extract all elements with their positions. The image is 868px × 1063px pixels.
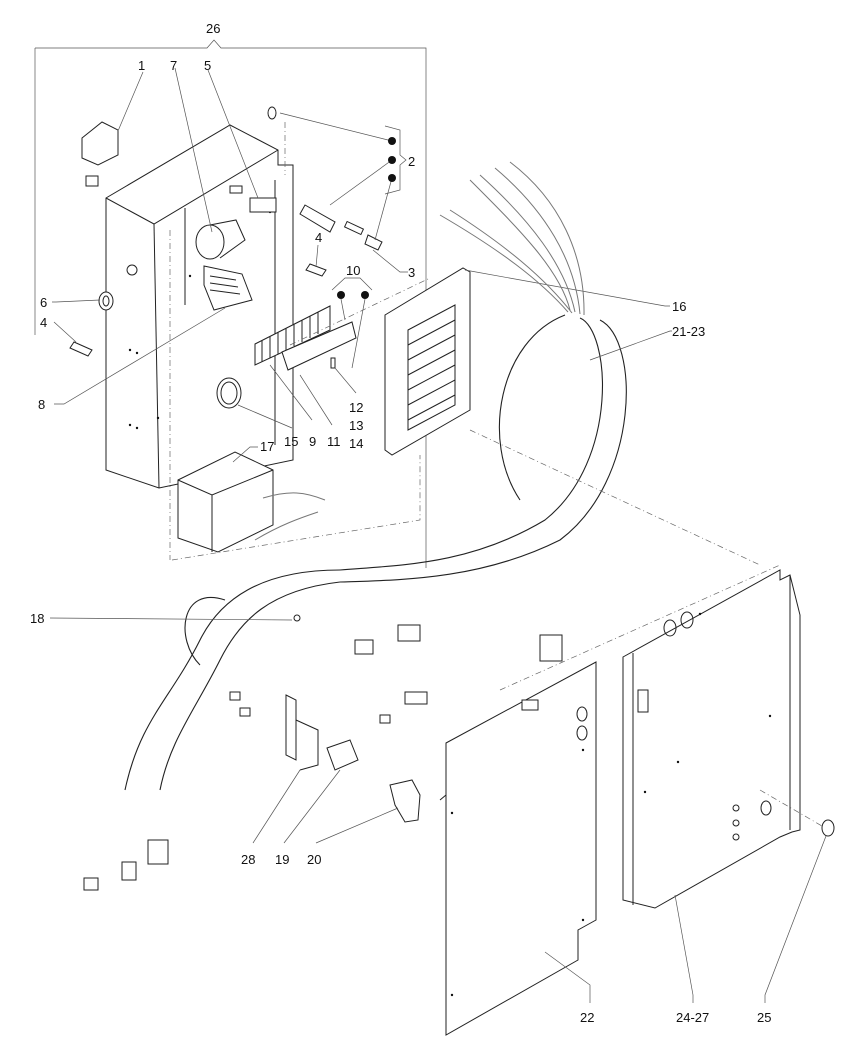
callout-20: 20 (307, 852, 321, 867)
part-8-module: 8 (38, 265, 253, 412)
callout-24-27: 24-27 (676, 1010, 709, 1025)
callout-14: 14 (349, 436, 363, 451)
part-19-switch: 19 (275, 739, 359, 867)
part-25-cap: 25 (757, 789, 835, 1025)
part-28-bracket: 28 (241, 694, 319, 867)
callout-4a: 4 (315, 230, 322, 245)
part-2-fuse-holder: 2 3 (267, 106, 415, 280)
wiring-harness: 21-23 18 (30, 161, 705, 891)
callout-19: 19 (275, 852, 289, 867)
part-1-filter: 1 (81, 58, 145, 187)
part-15-ring: 15 (216, 377, 298, 449)
callout-3: 3 (408, 265, 415, 280)
callout-11: 11 (327, 434, 341, 449)
callout-15: 15 (284, 434, 298, 449)
callout-9: 9 (309, 434, 316, 449)
part-7-capacitor: 7 (170, 58, 246, 260)
callout-5: 5 (204, 58, 211, 73)
part-16-control-board: 16 (384, 267, 686, 456)
callout-18: 18 (30, 611, 44, 626)
callout-21-23: 21-23 (672, 324, 705, 339)
callout-22: 22 (580, 1010, 594, 1025)
callout-8: 8 (38, 397, 45, 412)
part-5-switch: 5 (204, 58, 277, 213)
callout-6: 6 (40, 295, 47, 310)
part-9-terminal-strip: 10 9 11 12 13 14 (254, 263, 373, 451)
callout-25: 25 (757, 1010, 771, 1025)
callout-28: 28 (241, 852, 255, 867)
callout-16: 16 (672, 299, 686, 314)
callout-10: 10 (346, 263, 360, 278)
part-4-screw-upper: 4 (305, 230, 327, 277)
callout-12: 12 (349, 400, 363, 415)
part-20-knob: 20 (307, 779, 421, 867)
assembly-guides (171, 277, 781, 691)
callout-17: 17 (260, 439, 274, 454)
callout-4b: 4 (40, 315, 47, 330)
part-6-grommet: 6 (40, 291, 114, 311)
callout-7: 7 (170, 58, 177, 73)
part-17-transformer: 17 (177, 439, 326, 553)
group-bracket-26: 26 (34, 21, 427, 568)
chassis-box (105, 124, 294, 560)
part-22-front-panel: 22 (439, 661, 597, 1036)
part-24-27-rear-panel: 24-27 (622, 569, 801, 1025)
callout-13: 13 (349, 418, 363, 433)
callout-1: 1 (138, 58, 145, 73)
part-4-screw-lower: 4 (40, 315, 93, 357)
callout-26: 26 (206, 21, 220, 36)
callout-2: 2 (408, 154, 415, 169)
